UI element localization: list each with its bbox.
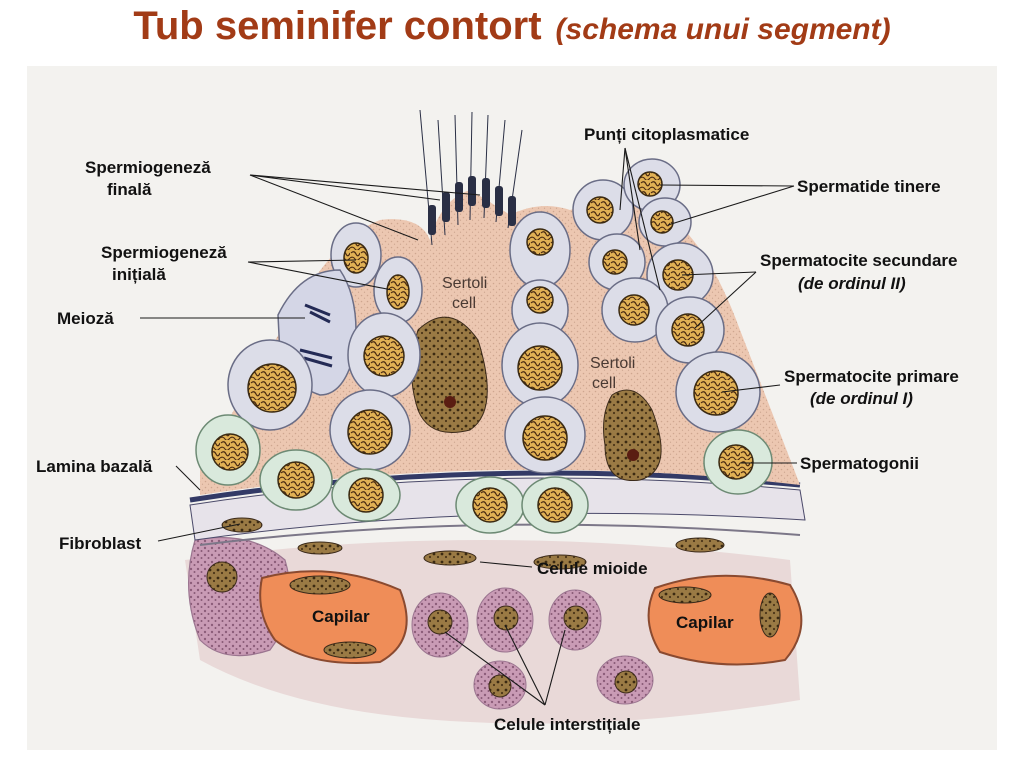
capillary-right [647,574,803,666]
label-spermatogonii: Spermatogonii [800,454,919,473]
label-spermatocite-primare-2: (de ordinul I) [810,389,913,408]
label-capilar-right: Capilar [676,613,734,632]
sertoli-left-label-line1: Sertoli [442,275,487,292]
spermatozoa-bundle [419,109,523,246]
label-spermatocite-primare-1: Spermatocite primare [784,367,959,386]
spermatogonia [195,414,773,534]
label-celule-mioide: Celule mioide [537,559,648,578]
label-meioza: Meioză [57,309,114,328]
germ-cells [227,158,761,474]
label-spermiogeneza-finala-2: finală [107,180,152,199]
label-spermatocite-secundare-1: Spermatocite secundare [760,251,957,270]
label-spermatocite-secundare-2: (de ordinul II) [798,274,906,293]
label-lamina-bazala: Lamina bazală [36,457,153,476]
leader-lines [140,147,797,706]
label-spermatide-tinere: Spermatide tinere [797,177,941,196]
title-subtitle: (schema unui segment) [555,13,891,46]
capillary-left [259,570,408,665]
sertoli-right-label-line1: Sertoli [590,355,635,372]
label-punti-citoplasmatice: Punți citoplasmatice [584,125,749,144]
diagram-panel: Sertoli cell Sertoli cell Spermiogeneză … [27,66,997,750]
sertoli-left-label-line2: cell [452,295,476,312]
label-spermiogeneza-initiala-1: Spermiogeneză [101,243,227,262]
label-celule-interstitiale: Celule interstițiale [494,715,640,734]
label-capilar-left: Capilar [312,607,370,626]
seminiferous-tubule-diagram: Sertoli cell Sertoli cell Spermiogeneză … [36,109,959,734]
slide-title: Tub seminifer contort (schema unui segmen… [0,4,1024,49]
label-spermiogeneza-initiala-2: inițială [112,265,166,284]
label-spermiogeneza-finala-1: Spermiogeneză [85,158,211,177]
sertoli-right-label-line2: cell [592,375,616,392]
title-main: Tub seminifer contort [133,4,542,48]
label-fibroblast: Fibroblast [59,534,142,553]
